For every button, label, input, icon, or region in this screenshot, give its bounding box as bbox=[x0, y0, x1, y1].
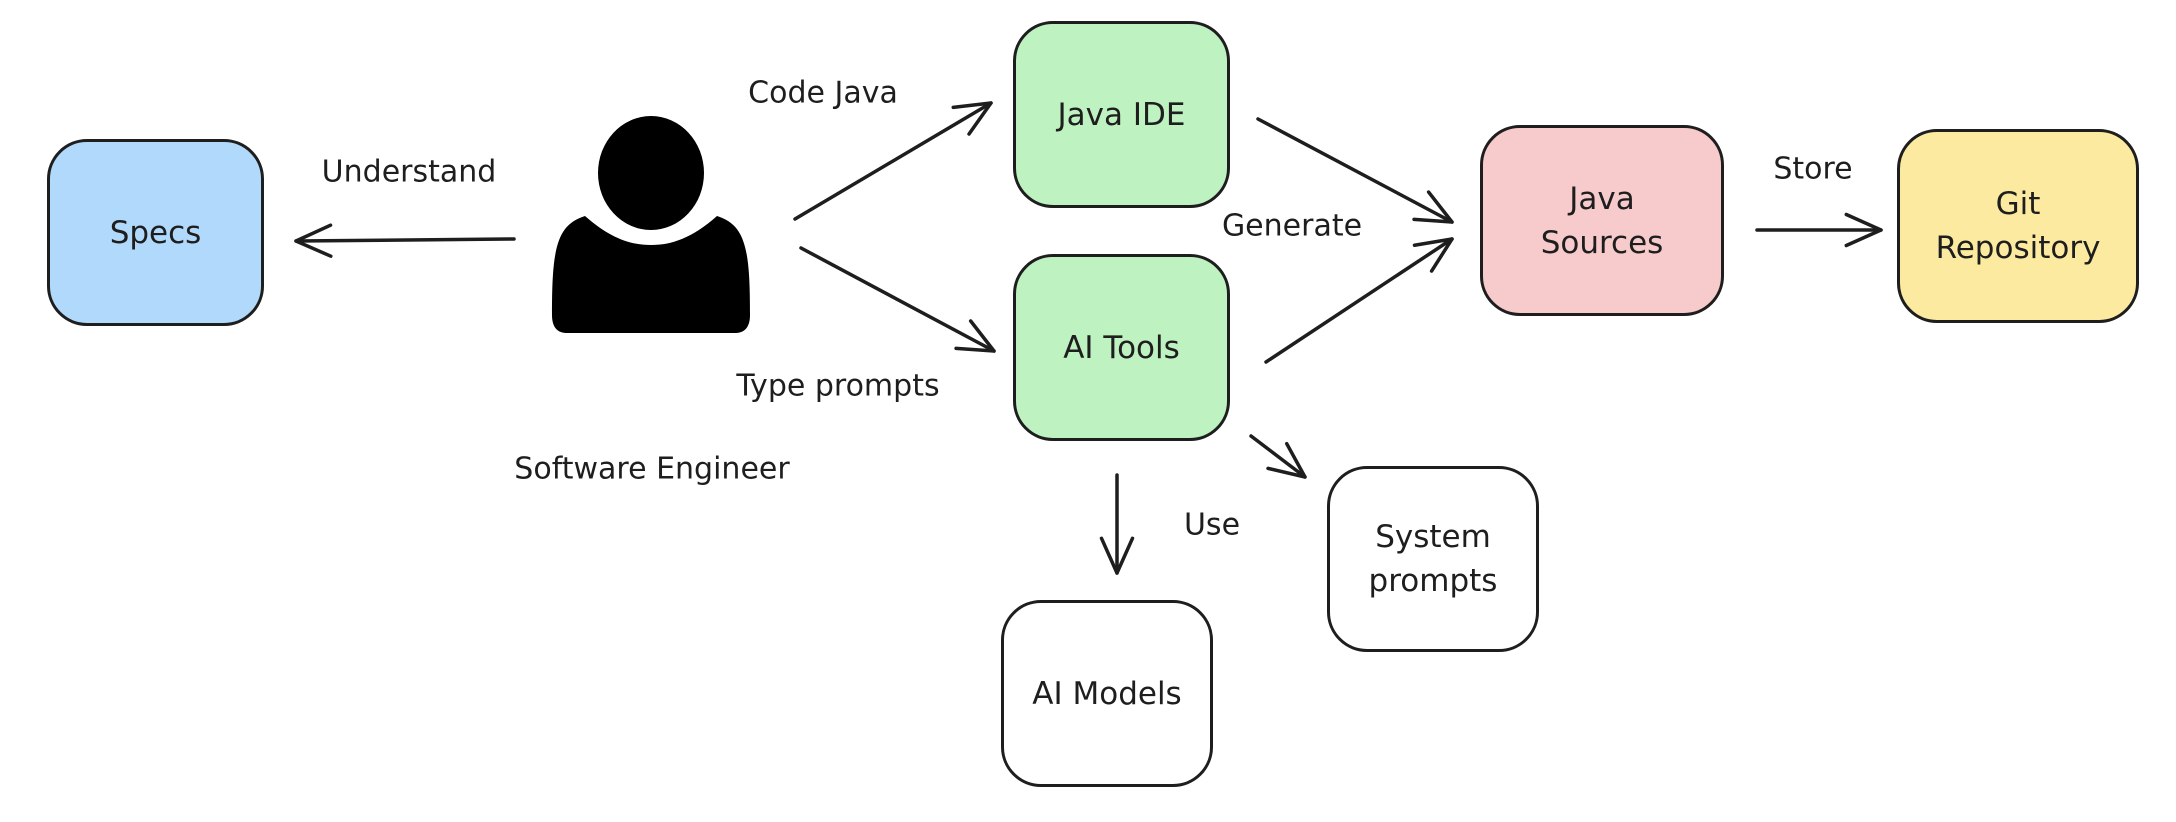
arrowhead-icon bbox=[951, 101, 993, 136]
arrowhead-icon bbox=[954, 319, 996, 353]
node-ai-models[interactable]: AI Models bbox=[1001, 600, 1213, 787]
edge-label-understand: Understand bbox=[321, 154, 497, 190]
node-git-repository[interactable]: Git Repository bbox=[1897, 129, 2139, 323]
node-java-ide[interactable]: Java IDE bbox=[1013, 21, 1230, 208]
user-icon bbox=[552, 116, 750, 333]
actor-label: Software Engineer bbox=[514, 451, 790, 487]
edge-label-type-prompts: Type prompts bbox=[736, 368, 940, 404]
arrow-engineer-to-specs bbox=[294, 223, 516, 258]
node-java-sources[interactable]: Java Sources bbox=[1480, 125, 1724, 316]
arrow-ai-tools-to-system-prompts bbox=[1249, 434, 1307, 479]
arrowhead-icon bbox=[1412, 190, 1454, 224]
arrow-ai-tools-to-java-sources bbox=[1264, 237, 1454, 364]
arrow-java-ide-to-java-sources bbox=[1256, 117, 1454, 224]
arrowhead-icon bbox=[1412, 237, 1454, 273]
arrows-layer bbox=[294, 101, 1883, 575]
node-ai-tools[interactable]: AI Tools bbox=[1013, 254, 1230, 441]
edge-label-code-java: Code Java bbox=[748, 75, 898, 111]
node-specs[interactable]: Specs bbox=[47, 139, 264, 326]
arrow-engineer-to-java-ide bbox=[793, 101, 993, 221]
arrow-engineer-to-ai-tools bbox=[799, 246, 996, 353]
arrowhead-icon bbox=[1099, 536, 1135, 575]
edge-label-generate: Generate bbox=[1221, 208, 1363, 244]
node-system-prompts[interactable]: System prompts bbox=[1327, 466, 1539, 652]
edge-label-use: Use bbox=[1183, 507, 1241, 543]
arrowhead-icon bbox=[1266, 441, 1307, 479]
arrowhead-icon bbox=[1844, 212, 1883, 248]
arrowhead-icon bbox=[294, 223, 333, 258]
arrow-ai-tools-to-ai-models bbox=[1099, 473, 1135, 575]
arrow-java-sources-to-git bbox=[1755, 212, 1883, 248]
edge-label-store: Store bbox=[1773, 151, 1853, 187]
